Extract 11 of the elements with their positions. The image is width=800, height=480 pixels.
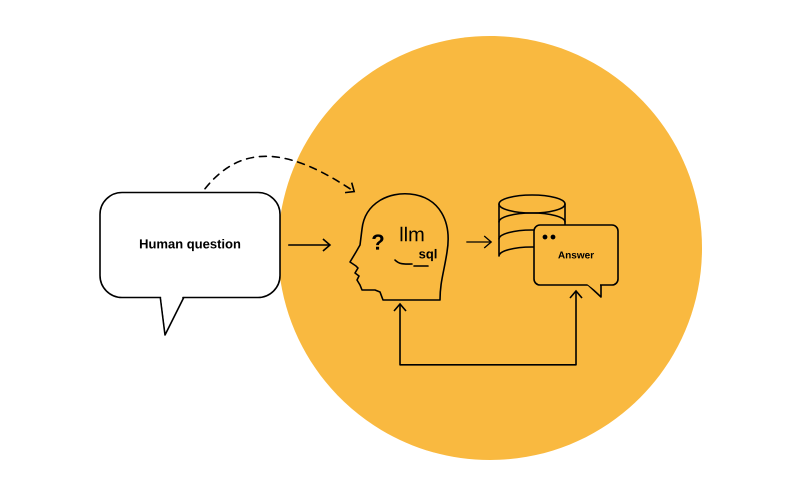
speech-bubble: Human question xyxy=(99,192,281,336)
circle-background xyxy=(278,36,702,460)
head-label: sql xyxy=(419,248,436,262)
head-label: llm xyxy=(400,226,424,242)
question-mark: ? xyxy=(372,234,384,250)
head-outline xyxy=(349,192,449,301)
arrow xyxy=(466,236,492,248)
arrow xyxy=(393,290,583,366)
chat-window: Answer xyxy=(533,224,619,298)
dashed-arrow xyxy=(204,156,356,194)
arrow xyxy=(288,238,332,252)
